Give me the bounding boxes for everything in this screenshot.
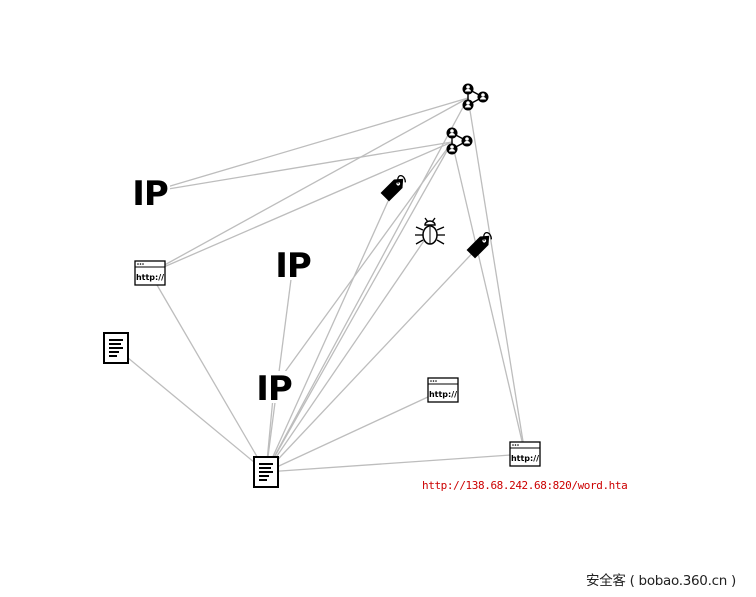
graph-edge xyxy=(149,97,469,193)
graph-edge xyxy=(149,97,469,274)
url-label: http:// xyxy=(429,390,457,399)
selected-node-url-label: http://138.68.242.68:820/word.hta xyxy=(422,479,628,492)
ip-label: IP xyxy=(132,174,168,214)
url-node[interactable]: http:// xyxy=(134,260,166,286)
url-node[interactable]: http:// xyxy=(427,377,459,403)
graph-edge xyxy=(149,272,267,473)
graph-edge xyxy=(265,231,431,473)
user-group-icon[interactable] xyxy=(446,127,473,155)
graph-edge xyxy=(265,389,444,473)
tag-icon[interactable] xyxy=(466,231,495,259)
ip-label: IP xyxy=(275,246,311,286)
url-label: http:// xyxy=(136,273,164,282)
graph-edge xyxy=(265,141,453,473)
graph-edge xyxy=(467,97,526,455)
graph-edge xyxy=(265,187,395,473)
tag-icon[interactable] xyxy=(380,174,409,202)
graph-edge xyxy=(149,141,453,193)
graph-edge xyxy=(265,263,294,473)
bug-icon[interactable] xyxy=(415,217,445,245)
graph-edges xyxy=(115,97,526,473)
document-icon[interactable] xyxy=(253,456,279,488)
graph-edge xyxy=(115,347,267,473)
ip-node[interactable]: IP xyxy=(273,246,313,286)
url-label: http:// xyxy=(511,454,539,463)
graph-edge xyxy=(265,453,526,473)
ip-node[interactable]: IP xyxy=(130,174,170,214)
graph-edge xyxy=(149,141,453,274)
document-icon[interactable] xyxy=(103,332,129,364)
ip-node[interactable]: IP xyxy=(254,369,294,409)
graph-edge xyxy=(265,97,469,473)
ip-label: IP xyxy=(256,369,292,409)
user-group-icon[interactable] xyxy=(462,83,489,111)
watermark: 安全客 ( bobao.360.cn ) xyxy=(586,573,736,589)
url-node[interactable]: http:// xyxy=(509,441,541,467)
graph-edge xyxy=(451,141,526,455)
graph-nodes: IP IP IP xyxy=(103,83,541,488)
graph-edge xyxy=(265,244,481,473)
graph-edge xyxy=(273,141,453,388)
